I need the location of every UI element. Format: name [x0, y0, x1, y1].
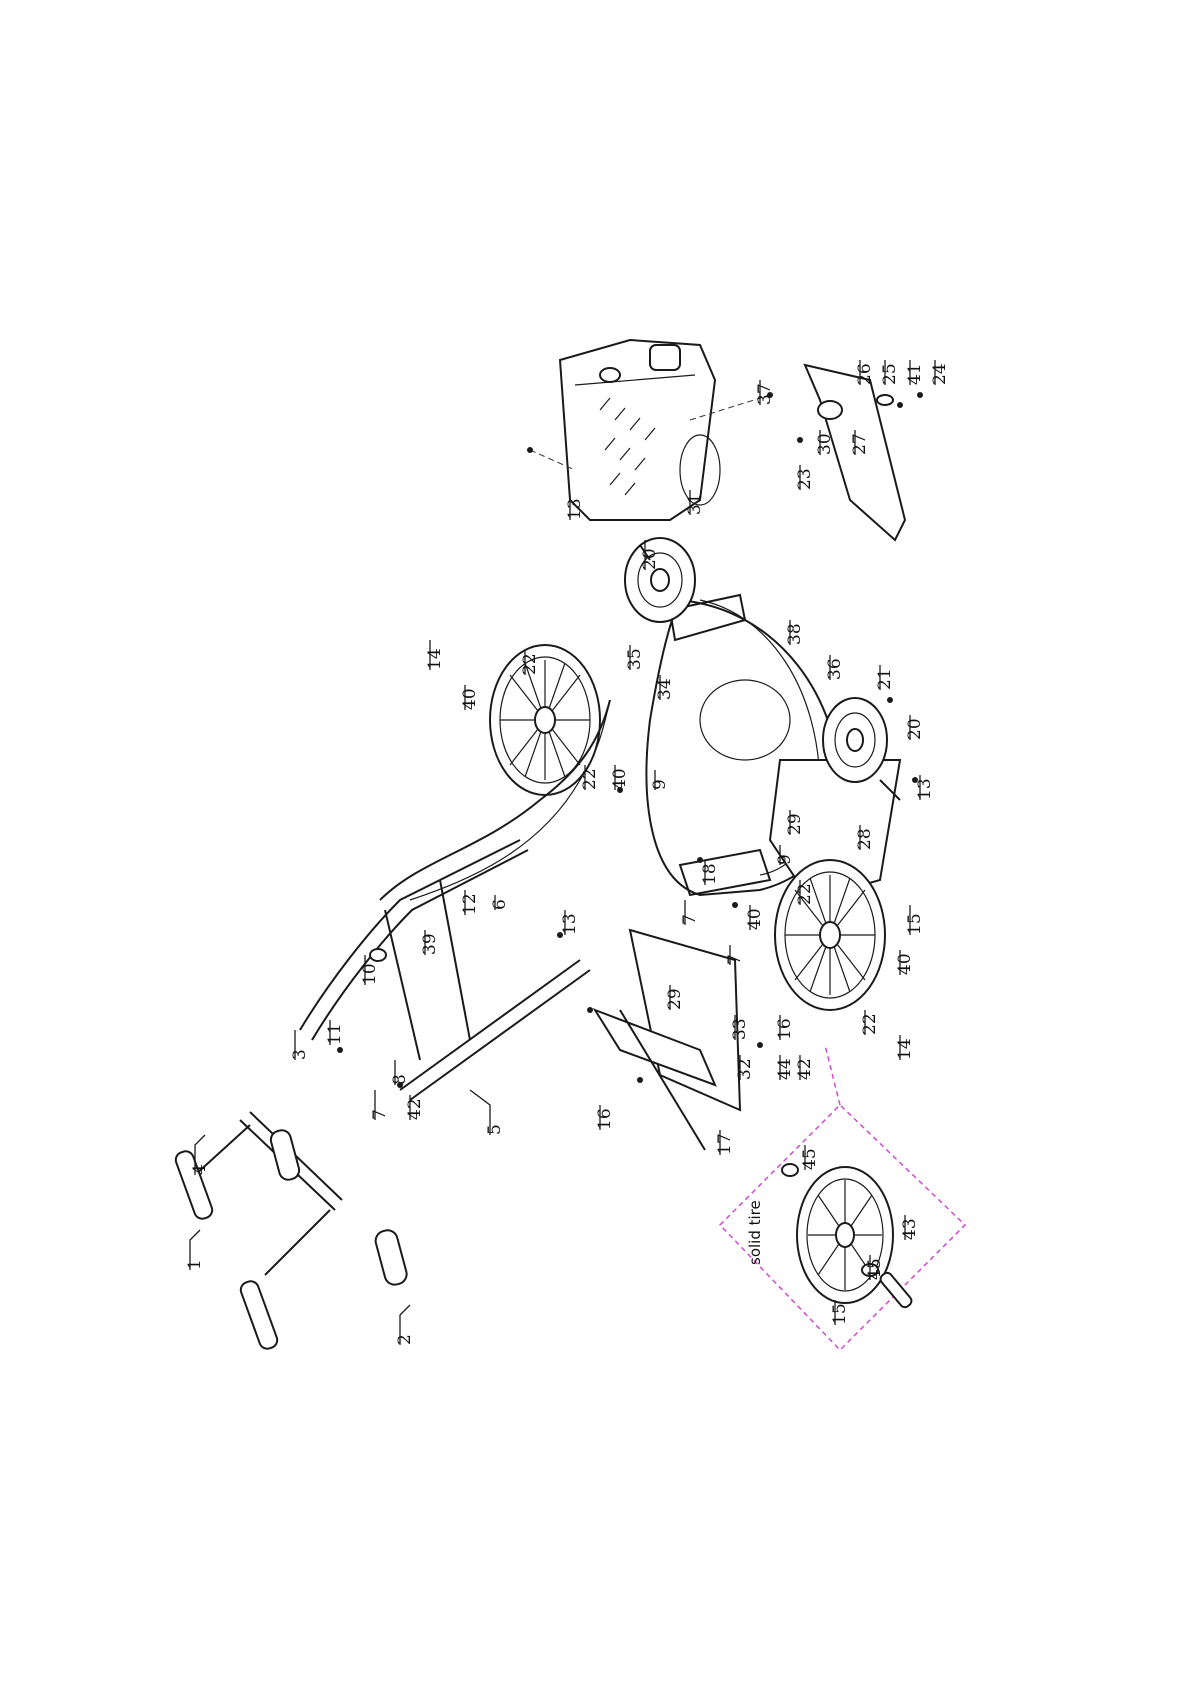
callout-1: 1	[185, 1259, 205, 1270]
callout-40b: 40	[610, 768, 630, 790]
callout-33: 33	[730, 1018, 750, 1040]
callout-16a: 16	[595, 1108, 615, 1130]
callout-39: 39	[420, 933, 440, 955]
callout-7a: 7	[370, 1109, 390, 1120]
callout-36: 36	[825, 658, 845, 680]
callout-45a: 45	[800, 1148, 820, 1170]
callout-42a: 42	[405, 1098, 425, 1120]
callout-41: 41	[905, 363, 925, 385]
callout-45b: 45	[865, 1258, 885, 1280]
callout-29a: 29	[785, 813, 805, 835]
upper-handle	[174, 1112, 409, 1351]
callout-29b: 29	[665, 988, 685, 1010]
callout-18: 18	[700, 863, 720, 885]
callout-40a: 40	[460, 688, 480, 710]
callout-11: 11	[325, 1023, 345, 1045]
callout-22a: 22	[520, 653, 540, 675]
callout-15b: 15	[830, 1303, 850, 1325]
callout-9b: 9	[775, 854, 795, 865]
callout-40c: 40	[745, 908, 765, 930]
callout-14a: 14	[425, 648, 445, 670]
callout-17: 17	[715, 1133, 735, 1155]
callout-14b: 14	[895, 1038, 915, 1060]
callout-23: 23	[795, 468, 815, 490]
callout-2: 2	[395, 1334, 415, 1345]
callout-20b: 20	[905, 718, 925, 740]
callout-42b: 42	[795, 1058, 815, 1080]
rear-wheel-bottom	[775, 860, 885, 1010]
callout-28: 28	[855, 828, 875, 850]
callout-7b: 7	[680, 914, 700, 925]
callout-22c: 22	[795, 883, 815, 905]
callout-26: 26	[855, 363, 875, 385]
callout-30: 30	[815, 433, 835, 455]
callout-16b: 16	[775, 1018, 795, 1040]
callout-43: 43	[900, 1218, 920, 1240]
callout-12: 12	[460, 893, 480, 915]
callout-21: 21	[875, 668, 895, 690]
engine-assembly	[530, 340, 770, 520]
callout-15a: 15	[905, 913, 925, 935]
callout-40d: 40	[895, 953, 915, 975]
callout-20a: 20	[640, 548, 660, 570]
callout-27: 27	[850, 433, 870, 455]
callout-25: 25	[880, 363, 900, 385]
callout-7c: 7	[725, 954, 745, 965]
callout-3: 3	[290, 1049, 310, 1060]
callout-35: 35	[625, 648, 645, 670]
callout-31: 31	[685, 493, 705, 515]
front-wheel-upper	[625, 538, 695, 622]
rear-flap	[595, 930, 740, 1110]
callout-10: 10	[360, 963, 380, 985]
callout-38: 38	[785, 623, 805, 645]
callout-5: 5	[485, 1124, 505, 1135]
callout-44: 44	[775, 1058, 795, 1080]
callout-13a: 13	[560, 913, 580, 935]
inset-label: solid tire	[746, 1200, 764, 1265]
callout-22d: 22	[860, 1013, 880, 1035]
callout-22b: 22	[580, 768, 600, 790]
callout-6: 6	[490, 899, 510, 910]
callout-24: 24	[930, 363, 950, 385]
callout-13b: 13	[565, 498, 585, 520]
callout-4: 4	[190, 1164, 210, 1175]
callout-9a: 9	[650, 779, 670, 790]
callout-32: 32	[735, 1058, 755, 1080]
callout-34: 34	[655, 678, 675, 700]
callout-13c: 13	[915, 778, 935, 800]
